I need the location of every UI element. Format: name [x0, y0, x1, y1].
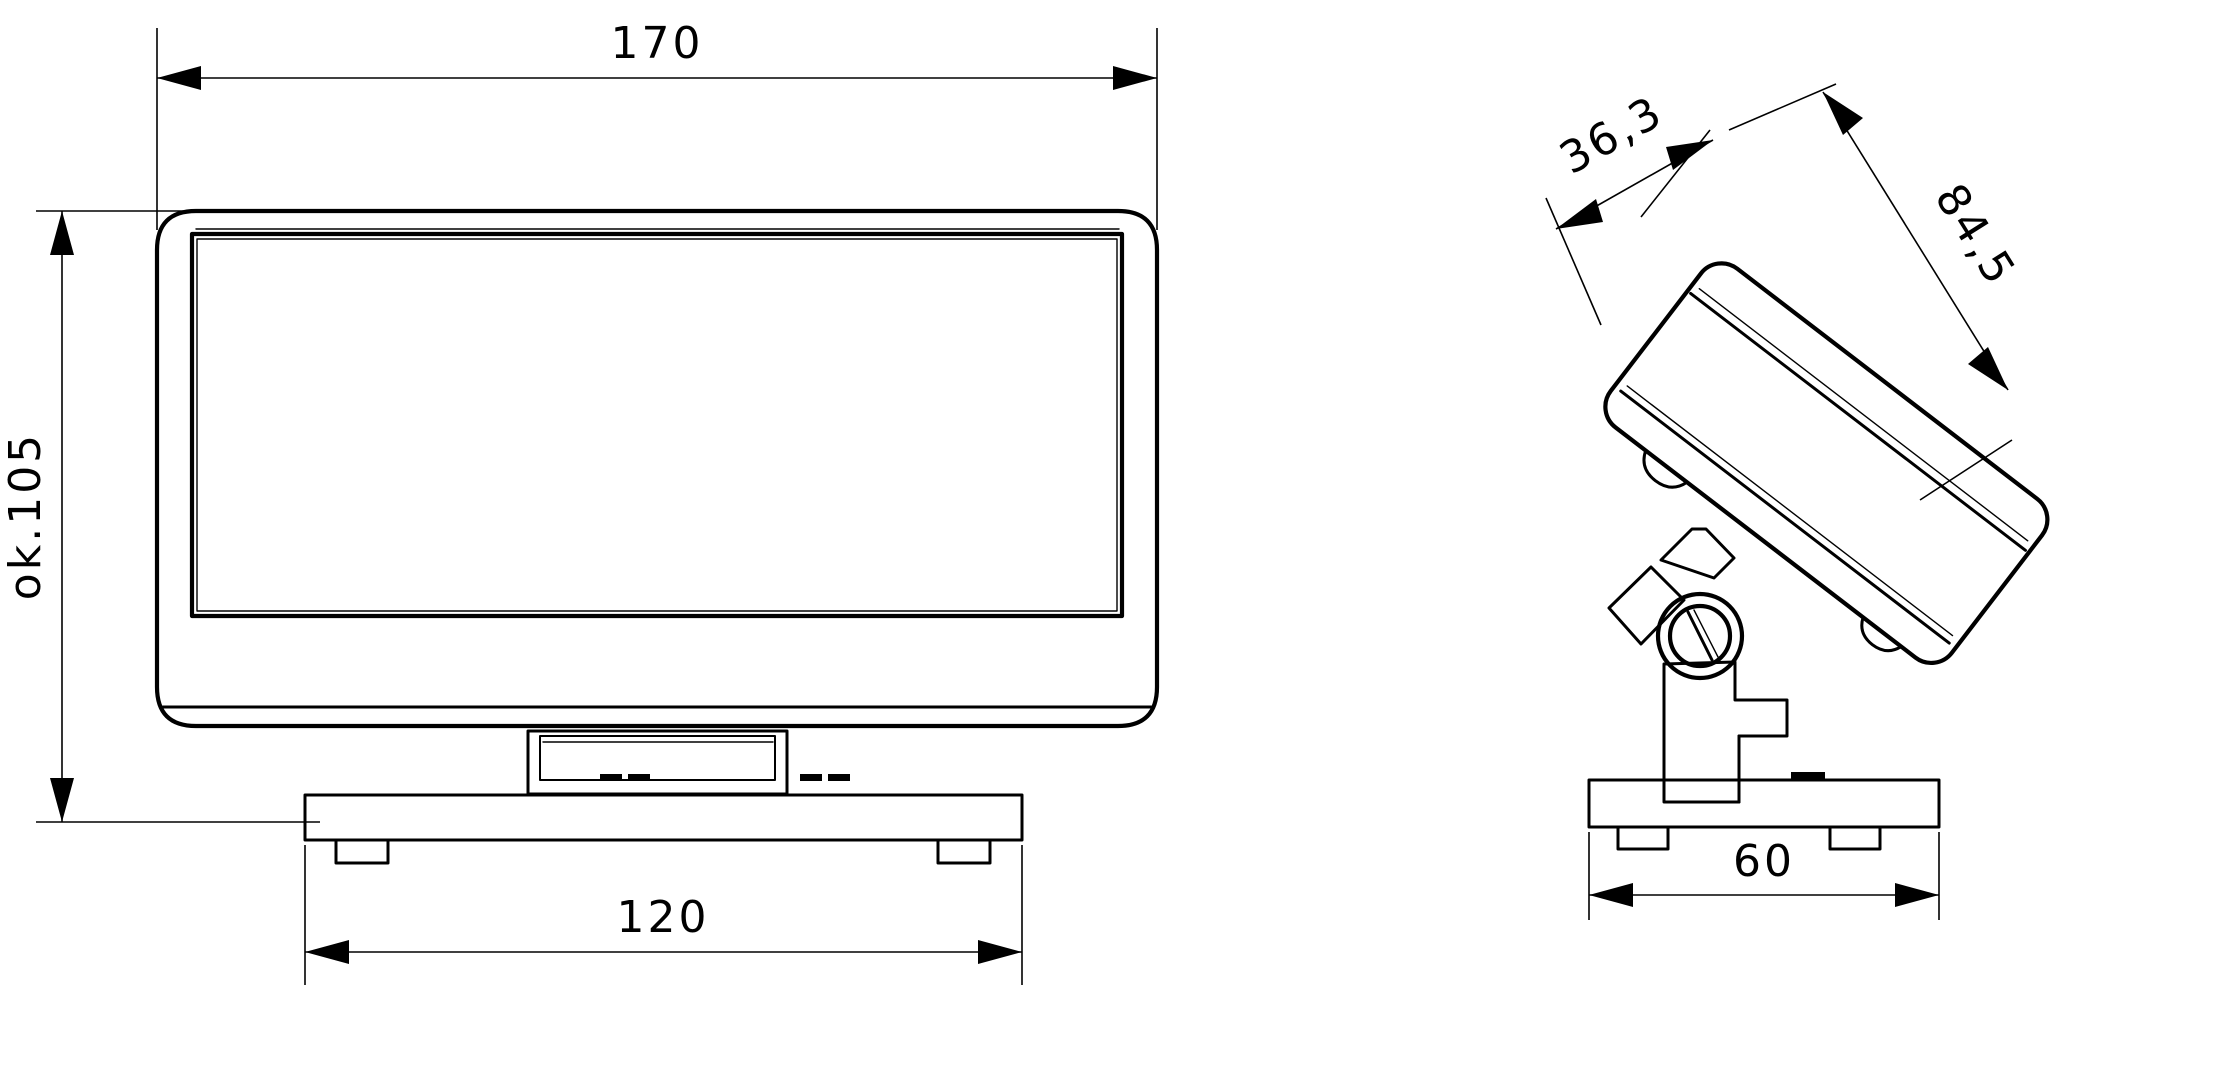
dim-label-105: ok.105 [0, 432, 51, 600]
side-hinge-screw-slot-b [1693, 609, 1719, 658]
side-stand-column [1662, 660, 1789, 804]
side-rear-shell-split-inner [1698, 288, 2029, 542]
dimension-side-base-depth: 60 [1588, 832, 1940, 920]
dimension-front-base-width: 120 [305, 892, 1022, 964]
dim-label-170: 170 [611, 18, 704, 69]
front-neck-tab-2 [628, 774, 650, 781]
side-housing-tab-bottom [1860, 615, 1903, 653]
side-bezel-line-inner [1626, 385, 1954, 637]
dimension-front-height: ok.105 [0, 211, 74, 822]
arrow-120-right [978, 940, 1022, 964]
front-neck-tab-3 [800, 774, 822, 781]
dim-line-845 [1822, 91, 2009, 391]
ext-line-363-left [1545, 197, 1602, 326]
dimension-front-width: 170 [157, 18, 1157, 90]
side-stand-bracket [1662, 660, 1789, 804]
front-screen-bezel-inner [196, 238, 1118, 612]
arrow-60-left [1589, 883, 1633, 907]
side-hinge-assembly [1607, 527, 1745, 681]
side-hinge-knuckle [1655, 591, 1745, 681]
side-hinge-arm-upper [1659, 527, 1736, 580]
arrow-170-right [1113, 66, 1157, 90]
dim-label-845: 84,5 [1925, 175, 2027, 295]
side-base-top-tab [1791, 772, 1825, 780]
front-base-foot-left [334, 838, 390, 865]
side-cable-connector [1607, 565, 1686, 646]
arrow-105-top [50, 211, 74, 255]
side-base-foot-right [1828, 825, 1882, 851]
side-base-foot-left [1616, 825, 1670, 851]
front-stand-neck [526, 729, 850, 796]
side-housing-group [1603, 261, 2050, 666]
arrow-120-left [305, 940, 349, 964]
arrow-105-bottom [50, 778, 74, 822]
front-neck-tab-4 [828, 774, 850, 781]
arrow-363-left [1556, 199, 1603, 229]
front-neck-tab-1 [600, 774, 622, 781]
side-housing-tab-top [1642, 449, 1689, 489]
front-base-foot-right [936, 838, 992, 865]
dim-label-363: 36,3 [1551, 86, 1672, 185]
dim-label-60: 60 [1733, 836, 1795, 887]
front-base-plate [303, 793, 1024, 865]
side-base-plate [1587, 772, 1941, 851]
ext-line-845-top [1728, 83, 1837, 131]
front-housing-outline [154, 208, 1160, 729]
arrow-60-right [1895, 883, 1939, 907]
arrow-845-top [1823, 92, 1863, 135]
dim-label-120: 120 [617, 892, 710, 943]
ext-line-845-bottom [1919, 439, 2013, 501]
arrow-363-right [1666, 140, 1713, 170]
front-view: 170 ok.105 [0, 18, 1160, 985]
front-base-plate-body [303, 793, 1024, 842]
front-neck-outer [526, 729, 789, 796]
side-view: 36,3 84,5 60 [1545, 83, 2050, 920]
side-housing-outline [1603, 261, 2050, 666]
arrow-845-bottom [1968, 347, 2008, 390]
front-screen-bezel [189, 231, 1125, 619]
side-rear-shell-split [1689, 291, 2027, 552]
arrow-170-left [157, 66, 201, 90]
side-hinge-screw-slot-a [1686, 610, 1714, 662]
front-neck-inner-plate [539, 735, 776, 781]
side-hinge-screw-head [1667, 603, 1733, 669]
side-base-plate-body [1587, 778, 1941, 829]
side-bezel-line-outer [1619, 389, 1951, 645]
